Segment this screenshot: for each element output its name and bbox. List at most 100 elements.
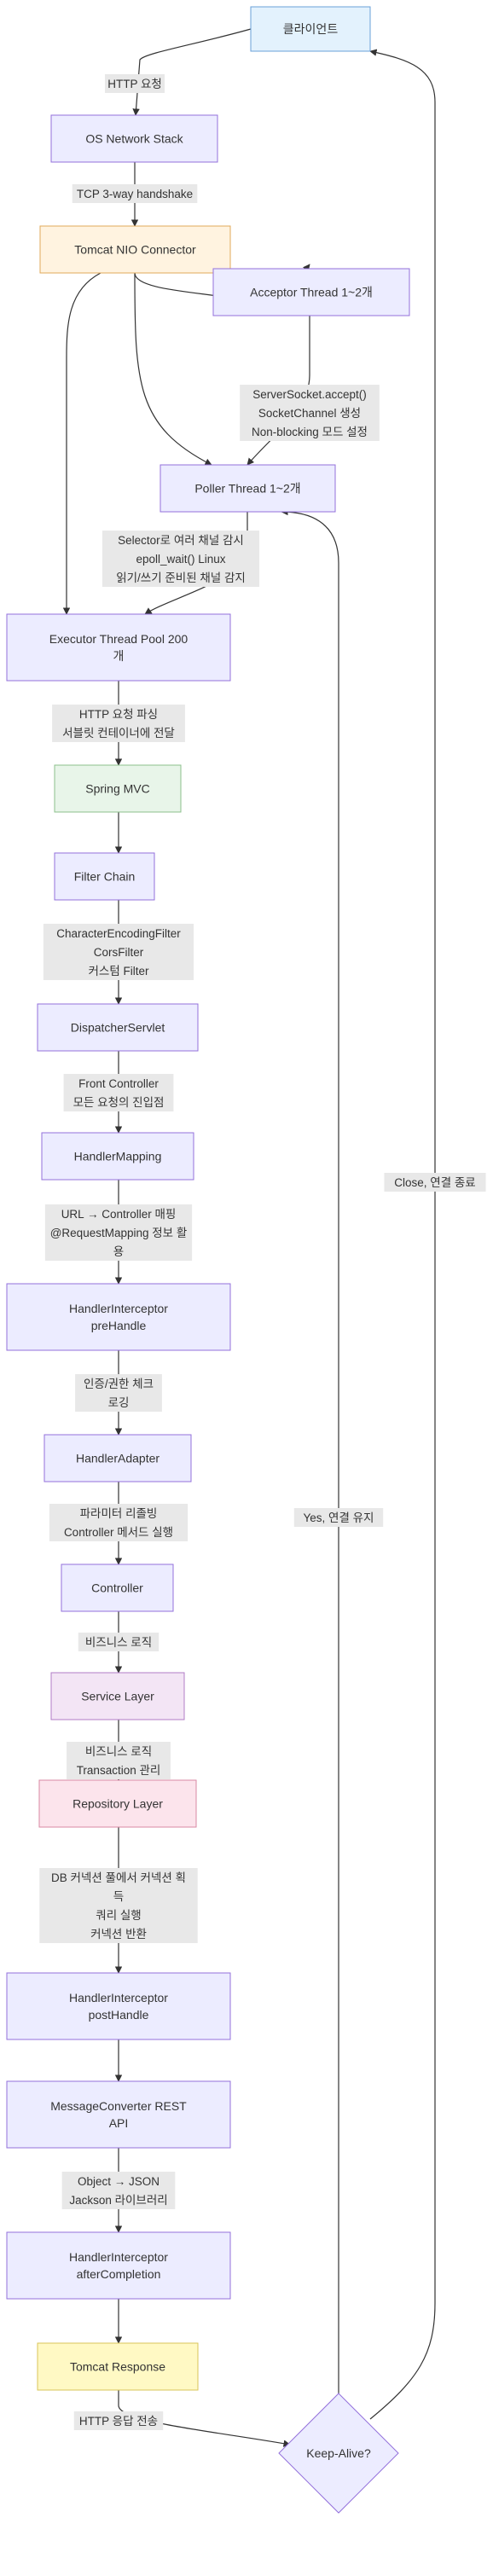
node-label: HandlerInterceptor <box>69 1302 168 1315</box>
node-label: preHandle <box>91 1319 147 1332</box>
edge-label-line: 읽기/쓰기 준비된 채널 감지 <box>116 571 246 584</box>
node-label: HandlerInterceptor <box>69 2250 168 2264</box>
node-label: postHandle <box>89 2008 149 2022</box>
node-dispatcher-servlet: DispatcherServlet <box>37 1003 199 1052</box>
node-controller: Controller <box>61 1564 174 1612</box>
edge-label-os-to-tomcat: TCP 3-way handshake <box>72 184 198 203</box>
edge-label-mapping-to-pre: URL → Controller 매핑 @RequestMapping 정보 활용 <box>44 1204 193 1261</box>
edge-label-line: Selector로 여러 채널 감시 <box>118 534 244 547</box>
node-label: OS Network Stack <box>85 132 183 146</box>
edge-label-client-to-os: HTTP 요청 <box>105 74 165 93</box>
edge-label-line: TCP 3-way handshake <box>77 188 193 200</box>
node-label: Repository Layer <box>72 1797 163 1811</box>
node-label: Poller Thread 1~2개 <box>194 482 300 496</box>
node-handler-mapping: HandlerMapping <box>41 1132 194 1181</box>
edge-label-service-to-repository: 비즈니스 로직 Transaction 관리 <box>67 1742 171 1779</box>
node-label: 개 <box>113 649 125 663</box>
node-label: Keep-Alive? <box>306 2446 371 2460</box>
edge-label-line: CharacterEncodingFilter <box>56 927 181 940</box>
node-poller-thread: Poller Thread 1~2개 <box>160 464 336 513</box>
edge-tomcat-to-poller <box>134 272 212 466</box>
node-client: 클라이언트 <box>250 6 371 52</box>
node-label: Service Layer <box>81 1690 154 1703</box>
edge-label-line: 인증/권한 체크 <box>84 1378 154 1390</box>
node-acceptor-thread: Acceptor Thread 1~2개 <box>212 268 410 316</box>
edge-label-line: DB 커넥션 풀에서 커넥션 획 <box>51 1871 186 1884</box>
edge-label-line: Jackson 라이브러리 <box>69 2194 167 2207</box>
edge-label-line: Yes, 연결 유지 <box>304 1511 374 1524</box>
node-filter-chain: Filter Chain <box>54 852 155 901</box>
edge-label-line: Transaction 관리 <box>77 1764 161 1777</box>
edge-keepalive-close-to-client <box>369 49 436 2420</box>
edge-label-controller-to-service: 비즈니스 로직 <box>78 1633 160 1651</box>
edge-label-line: 로깅 <box>108 1396 130 1409</box>
edge-label-line: 비즈니스 로직 <box>85 1745 152 1758</box>
edge-label-poller-to-executor: Selector로 여러 채널 감시 epoll_wait() Linux 읽기/쓰… <box>102 531 260 587</box>
edge-label-dispatcher-to-mapping: Front Controller 모든 요청의 진입점 <box>63 1074 174 1111</box>
edge-label-line: @RequestMapping 정보 활 <box>50 1227 188 1239</box>
edge-label-line: epoll_wait() Linux <box>136 553 225 566</box>
node-interceptor-pre: HandlerInterceptor preHandle <box>6 1283 231 1351</box>
edge-label-line: Front Controller <box>78 1077 159 1090</box>
node-keep-alive-decision: Keep-Alive? <box>278 2393 399 2514</box>
edge-label-line: 서블릿 컨테이너에 전달 <box>62 727 175 740</box>
edge-label-response-to-keepalive: HTTP 응답 전송 <box>73 2411 164 2430</box>
edge-label-adapter-to-controller: 파라미터 리졸빙 Controller 메서드 실행 <box>49 1504 188 1541</box>
edge-label-line: 득 <box>113 1890 124 1903</box>
edge-keepalive-yes-to-poller <box>281 508 339 2393</box>
edge-label-keepalive-yes: Yes, 연결 유지 <box>293 1508 384 1527</box>
node-label: MessageConverter REST <box>50 2099 187 2113</box>
edge-label-line: 파라미터 리졸빙 <box>80 1507 158 1520</box>
edge-label-line: 모든 요청의 진입점 <box>73 1096 165 1109</box>
edge-label-keepalive-close: Close, 연결 종료 <box>384 1173 486 1192</box>
node-tomcat-response: Tomcat Response <box>37 2342 199 2391</box>
node-message-converter: MessageConverter REST API <box>6 2080 231 2149</box>
node-label: Executor Thread Pool 200 <box>49 632 188 646</box>
edge-label-line: Controller 메서드 실행 <box>64 1526 173 1539</box>
edge-label-acceptor-to-poller: ServerSocket.accept() SocketChannel 생성 Non… <box>240 385 380 441</box>
edge-label-line: HTTP 요청 파싱 <box>79 708 158 721</box>
node-label: API <box>109 2116 129 2130</box>
node-tomcat-nio-connector: Tomcat NIO Connector <box>39 225 231 274</box>
node-repository-layer: Repository Layer <box>38 1779 197 1828</box>
edge-label-line: Non-blocking 모드 설정 <box>252 426 368 438</box>
edge-label-line: 쿼리 실행 <box>96 1909 141 1922</box>
node-label: Controller <box>91 1581 143 1595</box>
edge-label-line: URL → Controller 매핑 <box>61 1208 177 1221</box>
edge-client-to-os <box>132 28 252 116</box>
node-os-network-stack: OS Network Stack <box>50 114 218 163</box>
node-label: HandlerAdapter <box>76 1452 160 1465</box>
edge-label-line: HTTP 응답 전송 <box>79 2415 158 2428</box>
node-label: DispatcherServlet <box>71 1021 165 1035</box>
edge-label-line: 비즈니스 로직 <box>85 1636 152 1649</box>
edge-label-line: HTTP 요청 <box>107 78 162 90</box>
node-interceptor-post: HandlerInterceptor postHandle <box>6 1972 231 2040</box>
edge-label-line: ServerSocket.accept() <box>252 388 367 401</box>
node-service-layer: Service Layer <box>50 1672 185 1720</box>
edge-label-line: Object → JSON <box>78 2175 160 2188</box>
node-label: Acceptor Thread 1~2개 <box>250 286 373 299</box>
edge-tomcat-to-executor <box>62 272 102 615</box>
node-label: 클라이언트 <box>283 22 339 36</box>
edge-label-line: 용 <box>113 1245 124 1258</box>
node-label: HandlerInterceptor <box>69 1991 168 2005</box>
edge-label-line: 커스텀 Filter <box>88 965 149 978</box>
edge-label-line: CorsFilter <box>94 946 144 959</box>
node-label: HandlerMapping <box>74 1150 162 1163</box>
node-executor-pool: Executor Thread Pool 200 개 <box>6 613 231 682</box>
node-label: Spring MVC <box>85 782 149 796</box>
node-label: afterCompletion <box>77 2267 161 2281</box>
node-label: Tomcat Response <box>70 2360 165 2374</box>
node-spring-mvc: Spring MVC <box>54 764 182 813</box>
node-handler-adapter: HandlerAdapter <box>44 1434 192 1482</box>
node-label: Filter Chain <box>74 870 136 884</box>
edge-label-line: SocketChannel 생성 <box>258 407 361 420</box>
node-label: Tomcat NIO Connector <box>74 243 196 257</box>
edge-label-line: Close, 연결 종료 <box>394 1176 475 1189</box>
edge-response-to-keepalive <box>118 2390 291 2447</box>
